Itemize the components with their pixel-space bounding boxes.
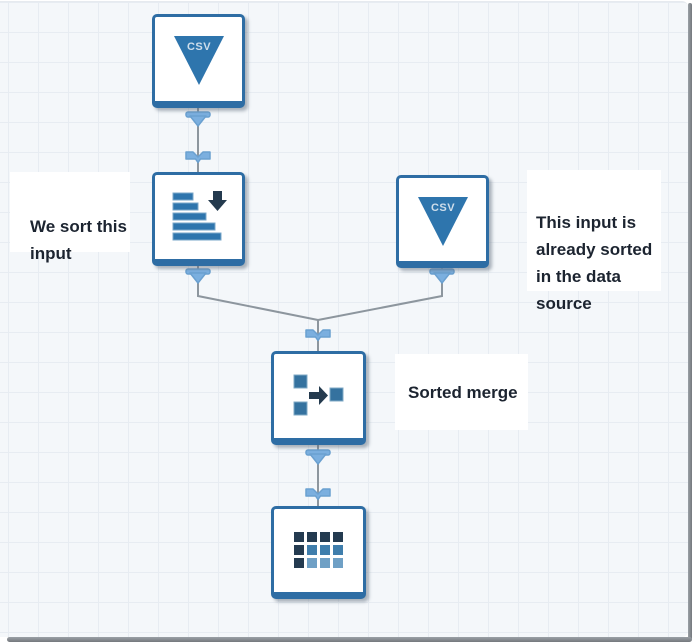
node-sorted-merge[interactable] bbox=[271, 351, 366, 445]
input-port-icon-table[interactable] bbox=[305, 488, 331, 501]
input-port-icon-merge[interactable] bbox=[305, 329, 331, 342]
merge-arrow-icon bbox=[293, 374, 343, 416]
node-csv-source-top[interactable]: CSV bbox=[152, 14, 245, 108]
csv-file-icon: CSV bbox=[417, 196, 468, 246]
annotation-text: This input is already sorted in the data… bbox=[536, 213, 653, 313]
annotation-right-csv-note[interactable]: This input is already sorted in the data… bbox=[527, 170, 661, 313]
output-port-icon-csvtop[interactable] bbox=[185, 111, 211, 127]
node-csv-source-right[interactable]: CSV bbox=[396, 175, 489, 268]
output-port-icon-sort[interactable] bbox=[185, 268, 211, 284]
output-port-icon-csvright[interactable] bbox=[429, 268, 455, 284]
csv-icon-label: CSV bbox=[186, 41, 210, 53]
wire-sort-to-merge[interactable] bbox=[197, 262, 319, 321]
csv-file-icon: CSV bbox=[173, 36, 224, 85]
node-table-output[interactable] bbox=[271, 506, 366, 599]
node-sort[interactable] bbox=[152, 172, 245, 266]
wire-csvright-to-merge[interactable] bbox=[317, 264, 443, 321]
canvas-edge-right bbox=[688, 3, 692, 640]
arrow-right-icon bbox=[308, 386, 328, 405]
canvas-edge-bottom bbox=[7, 637, 692, 642]
input-port-icon-sort[interactable] bbox=[185, 151, 211, 164]
annotation-text: We sort this input bbox=[30, 217, 127, 263]
arrow-down-icon bbox=[207, 191, 227, 211]
output-port-icon-merge[interactable] bbox=[305, 449, 331, 465]
table-grid-icon bbox=[293, 532, 343, 568]
csv-icon-label: CSV bbox=[430, 202, 454, 214]
annotation-text: Sorted merge bbox=[408, 382, 518, 402]
annotation-merge-note[interactable]: Sorted merge bbox=[395, 354, 528, 430]
annotation-sort-note[interactable]: We sort this input bbox=[10, 172, 130, 263]
sort-descending-icon bbox=[172, 191, 227, 241]
